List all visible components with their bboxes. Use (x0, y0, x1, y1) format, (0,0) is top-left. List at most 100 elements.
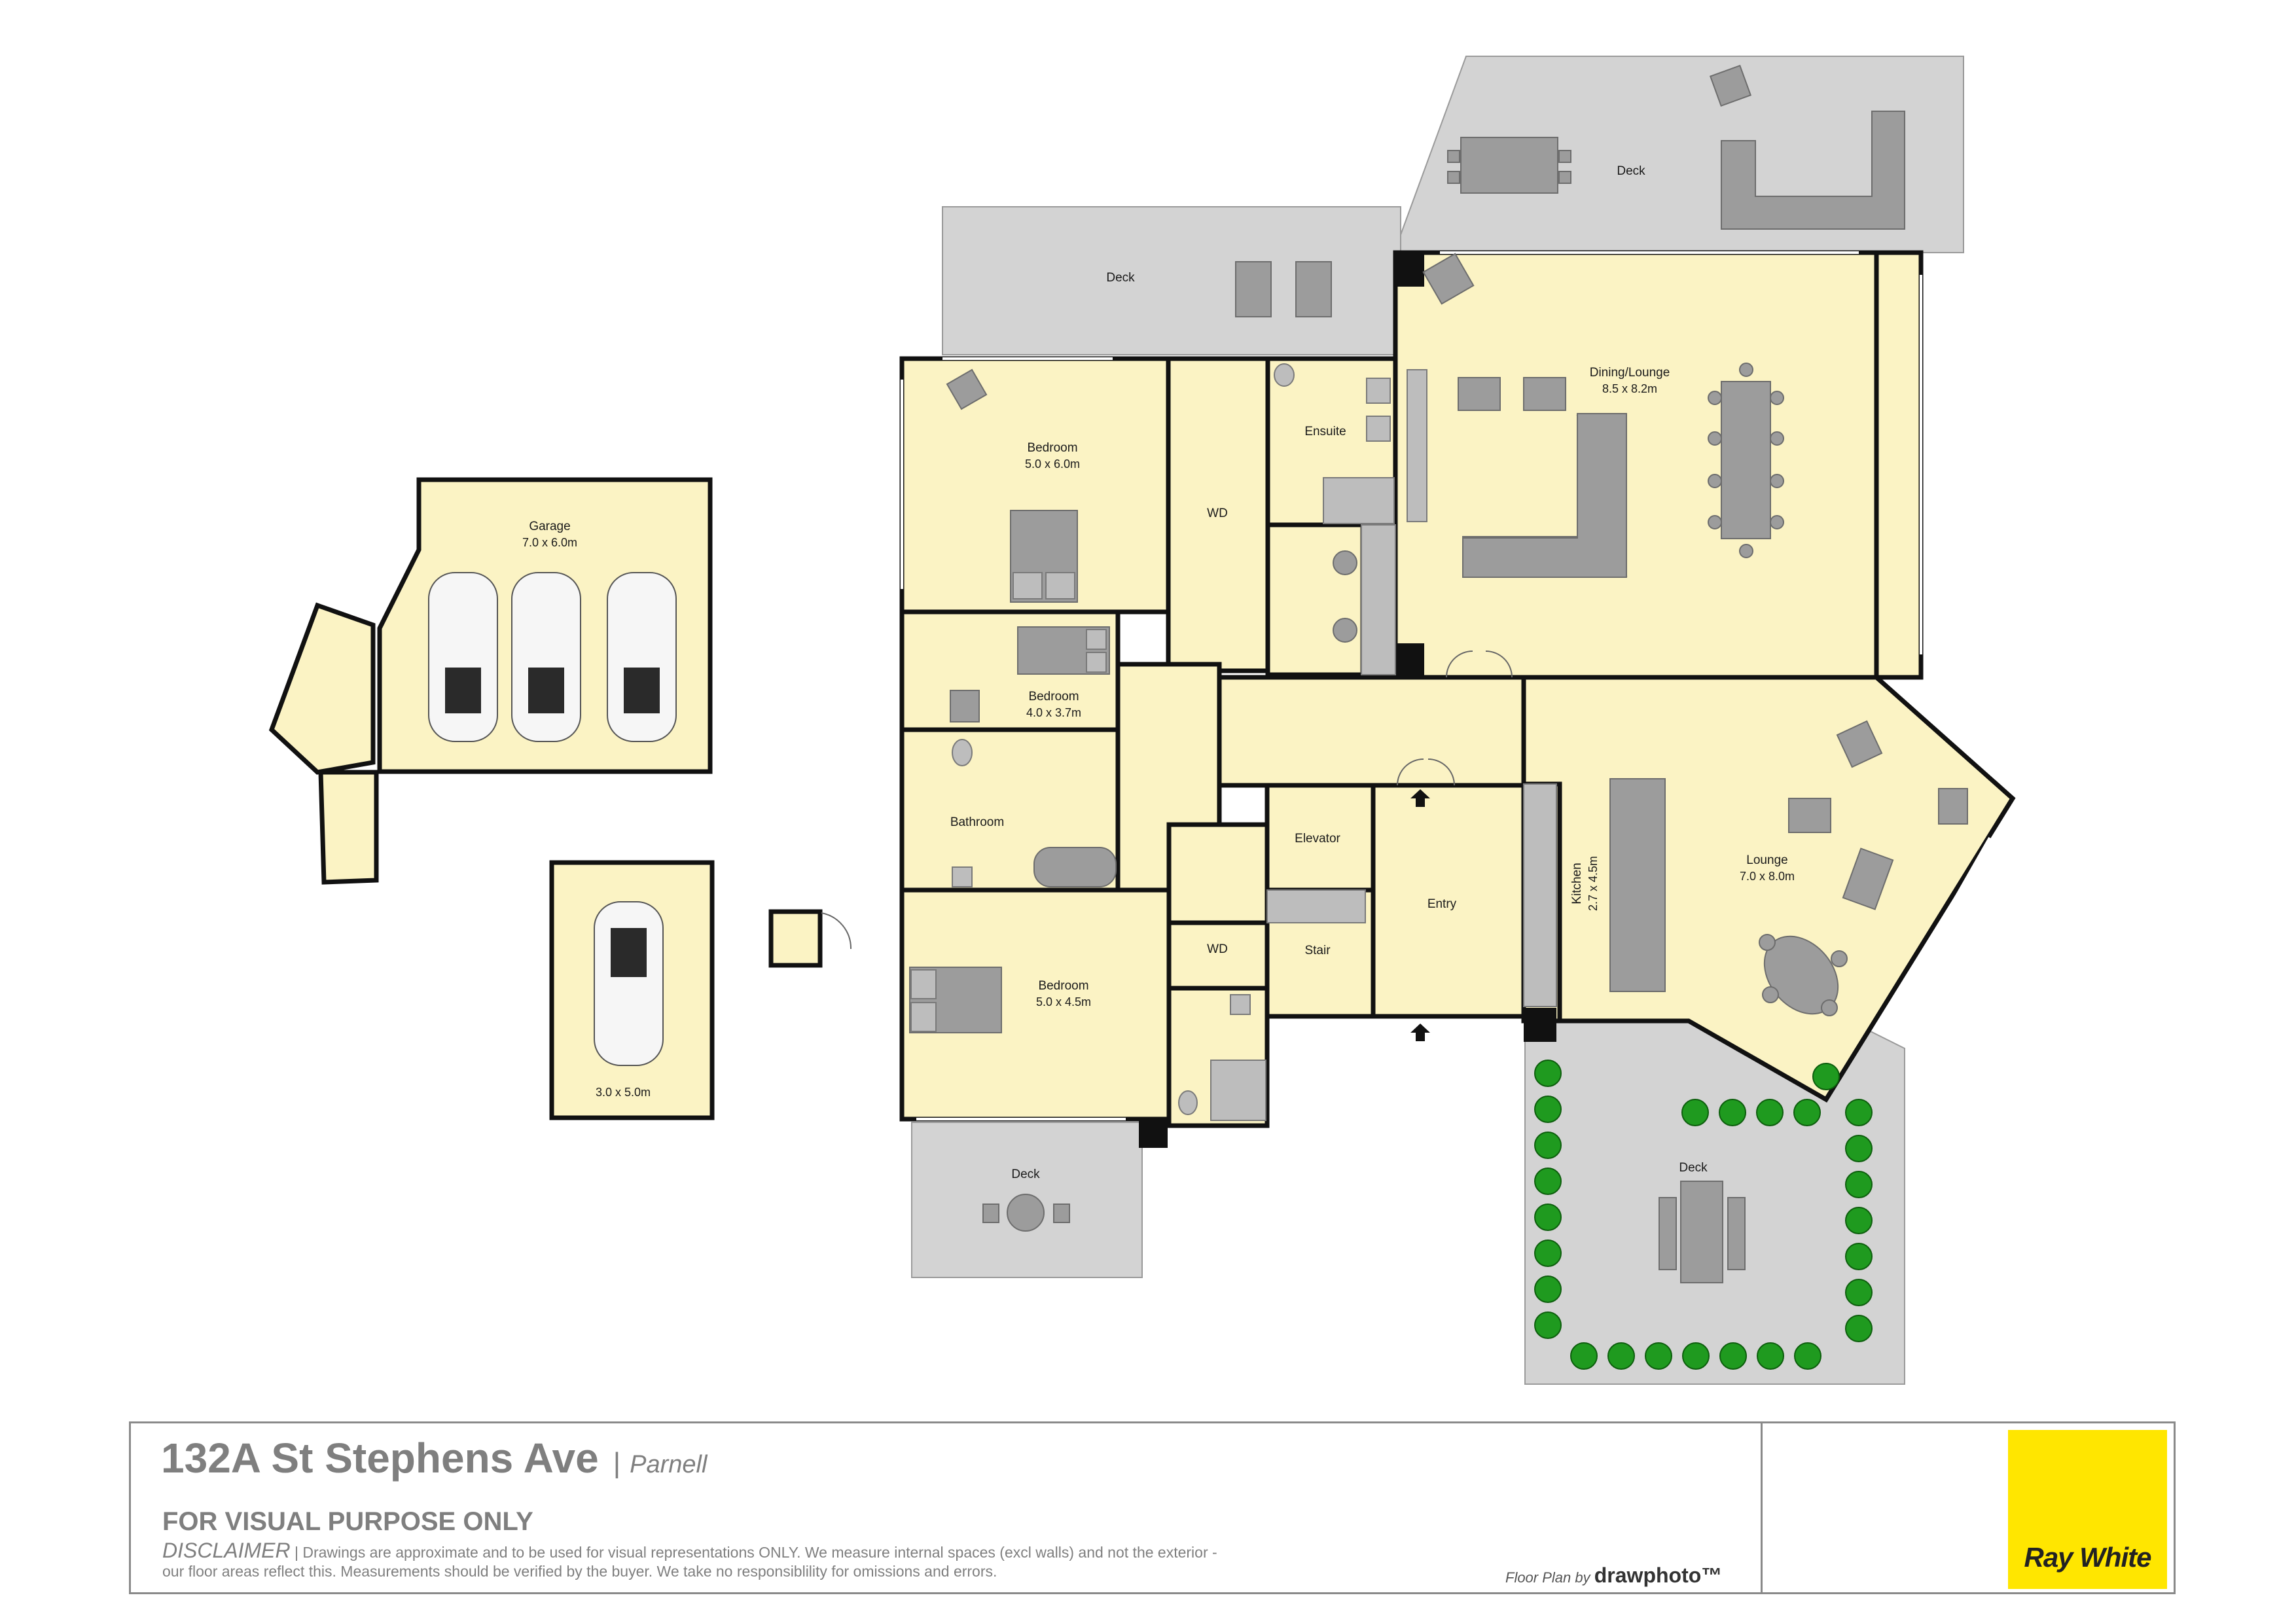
armchair-icon (1788, 798, 1831, 833)
garage-stair-room (318, 770, 379, 885)
tree-icon (1845, 1279, 1873, 1306)
tree-icon (1607, 1342, 1635, 1370)
dining-lounge-label: Dining/Lounge (1590, 366, 1670, 380)
dining-table-icon (1447, 137, 1571, 194)
title-block: 132A St Stephens Ave|Parnell FOR VISUAL … (129, 1421, 2176, 1594)
shower-icon (1210, 1060, 1266, 1121)
bedroom2-label: Bedroom (1028, 690, 1079, 704)
laundry-room (1166, 822, 1270, 925)
toilet-icon (1274, 363, 1295, 387)
deck-bottom-right-label: Deck (1679, 1161, 1708, 1175)
carport-dims: 3.0 x 5.0m (596, 1086, 651, 1099)
tree-icon (1719, 1342, 1747, 1370)
bathroom-label: Bathroom (950, 815, 1004, 829)
floor-plan-credit: Floor Plan by drawphoto™ (1505, 1563, 1722, 1588)
shower-icon (1323, 477, 1395, 524)
armchair-icon (1458, 377, 1501, 411)
tree-icon (1845, 1207, 1873, 1234)
sink-icon (1366, 378, 1391, 404)
disclaimer-heading: DISCLAIMER (162, 1539, 291, 1562)
tree-icon (1570, 1342, 1598, 1370)
column (1524, 1008, 1556, 1042)
wd2-label: WD (1207, 942, 1228, 956)
entry-arrow-icon (1410, 1024, 1430, 1041)
armchair-icon (1333, 618, 1357, 643)
armchair-icon (1938, 788, 1968, 825)
stair-treads (1266, 889, 1366, 923)
tree-icon (1534, 1311, 1562, 1339)
fireplace (1407, 369, 1427, 522)
suburb-text: Parnell (630, 1451, 708, 1478)
tree-icon (1845, 1171, 1873, 1198)
dining-table-icon (1759, 934, 1848, 1016)
tree-icon (1534, 1060, 1873, 1370)
bath-icon (1033, 847, 1117, 887)
stair-label: Stair (1304, 944, 1331, 957)
kitchen-label: Kitchen (1570, 863, 1584, 904)
tree-icon (1812, 1063, 1840, 1090)
column (1139, 1119, 1168, 1148)
credit-prefix: Floor Plan by (1505, 1569, 1590, 1586)
ray-white-logo: Ray White (2008, 1430, 2167, 1589)
kitchen-island (1609, 778, 1666, 992)
address-text: 132A St Stephens Ave (161, 1435, 599, 1482)
tree-icon (1645, 1342, 1672, 1370)
garage-label: Garage (529, 520, 570, 533)
sofa-icon (1462, 413, 1628, 578)
armchair-icon (1836, 720, 1883, 768)
kitchen-bench (1523, 783, 1557, 1007)
tree-icon (1845, 1243, 1873, 1270)
bedroom1-label: Bedroom (1027, 441, 1077, 455)
car-icon (511, 572, 581, 742)
tree-icon (1845, 1315, 1873, 1342)
tree-icon (1534, 1096, 1562, 1123)
entry-label: Entry (1427, 897, 1457, 911)
dining-lounge-dims: 8.5 x 8.2m (1602, 382, 1657, 395)
toilet-icon (952, 739, 973, 766)
entry-arrow-icon (1410, 789, 1430, 807)
bedroom3-dims: 5.0 x 4.5m (1036, 995, 1091, 1008)
dining-table-icon (1659, 1181, 1746, 1283)
kitchen-dims: 2.7 x 4.5m (1587, 856, 1600, 911)
tree-icon (1719, 1099, 1746, 1126)
property-address: 132A St Stephens Ave | Parnell (161, 1434, 707, 1482)
footer-divider (1761, 1423, 1763, 1592)
ensuite-label: Ensuite (1304, 425, 1346, 438)
bedroom1-dims: 5.0 x 6.0m (1025, 457, 1080, 471)
car-icon (594, 901, 664, 1066)
deck-bottom-left-label: Deck (1011, 1168, 1040, 1181)
tree-icon (1534, 1060, 1562, 1087)
address-separator: | (613, 1447, 621, 1479)
dining-table-icon (982, 1194, 1070, 1232)
tree-icon (1793, 1099, 1821, 1126)
tree-icon (1845, 1135, 1873, 1162)
tree-icon (1534, 1132, 1562, 1159)
drawphoto-logo: drawphoto™ (1594, 1563, 1723, 1587)
deck-top-right-label: Deck (1617, 164, 1645, 178)
car-icon (428, 572, 498, 742)
tree-icon (1845, 1099, 1873, 1126)
tree-icon (1682, 1342, 1710, 1370)
tree-icon (1794, 1342, 1821, 1370)
tree-icon (1681, 1099, 1709, 1126)
armchair-icon (1295, 261, 1332, 317)
column (1394, 643, 1424, 677)
bed-icon (1010, 510, 1078, 603)
garage-side-room (268, 602, 376, 775)
column (1394, 253, 1424, 287)
bed-icon (1017, 626, 1110, 675)
disclaimer-text: | Drawings are approximate and to be use… (162, 1544, 1217, 1580)
armchair-icon (1333, 550, 1357, 575)
tree-icon (1534, 1240, 1562, 1267)
hall-cabinet (1361, 524, 1396, 675)
disclaimer: DISCLAIMER | Drawings are approximate an… (162, 1539, 1242, 1581)
store-room (768, 909, 823, 968)
armchair-icon (1235, 261, 1272, 317)
lounge-dims: 7.0 x 8.0m (1740, 870, 1795, 883)
toilet-icon (1178, 1090, 1198, 1115)
lounge-label: Lounge (1746, 853, 1787, 867)
sink-icon (952, 866, 973, 887)
wd1-label: WD (1207, 507, 1228, 520)
tree-icon (1757, 1342, 1784, 1370)
